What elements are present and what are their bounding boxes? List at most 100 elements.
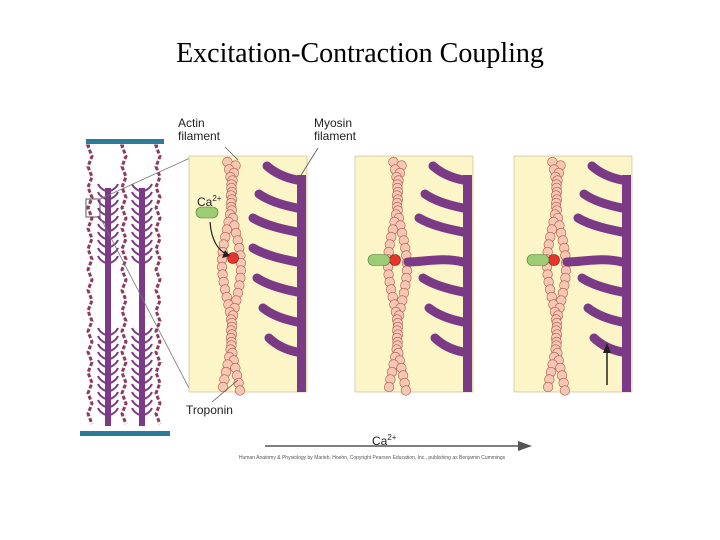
- actin-label-line-1: Actin: [178, 116, 205, 130]
- myosin-head: [131, 407, 153, 417]
- myosin-head: [131, 367, 153, 377]
- actin-bead: [384, 381, 395, 393]
- thin-filament: [153, 144, 162, 425]
- myosin-head: [97, 351, 119, 361]
- myosin-head: [97, 191, 119, 201]
- myosin-head: [97, 231, 119, 241]
- myosin-head: [131, 359, 153, 369]
- myosin-head: [420, 189, 468, 213]
- troponin-dot: [227, 252, 239, 264]
- actin-bead: [400, 385, 411, 396]
- myosin-head: [428, 161, 468, 185]
- myosin-head: [254, 189, 302, 213]
- myosin-head: [131, 399, 153, 409]
- myosin-head: [97, 367, 119, 377]
- panel-3: [526, 156, 631, 396]
- calcium-ion: [195, 206, 219, 219]
- myosin-head: [97, 375, 119, 385]
- myosin-head: [262, 161, 302, 185]
- myosin-head: [131, 215, 153, 225]
- myosin-filament: [622, 175, 631, 392]
- calcium-gradient-arrowhead: [518, 441, 532, 451]
- actin-label-line-2: filament: [178, 129, 221, 143]
- myosin-head: [131, 335, 153, 345]
- panel-1: [195, 156, 306, 396]
- myosin-filament: [463, 175, 472, 392]
- myosin-head: [97, 343, 119, 353]
- calcium-ion-label: Ca2+: [197, 192, 221, 209]
- myosin-head: [418, 273, 468, 297]
- thick-filament-core: [105, 188, 111, 426]
- myosin-head: [97, 407, 119, 417]
- myosin-leader-line: [297, 147, 319, 181]
- myosin-head: [424, 303, 468, 327]
- myosin-head: [97, 359, 119, 369]
- calcium-ion-charge: 2+: [212, 194, 222, 203]
- myosin-head: [97, 399, 119, 409]
- actin-bead: [559, 385, 570, 396]
- zoom-line-bottom: [99, 216, 191, 391]
- myosin-head: [131, 223, 153, 233]
- actin-filament-label: Actin filament: [178, 117, 220, 143]
- myosin-head: [252, 273, 302, 297]
- actin-bead: [543, 381, 554, 393]
- zoom-box: [85, 198, 101, 218]
- myosin-head: [131, 191, 153, 201]
- thick-filament-core: [139, 188, 145, 426]
- myosin-head: [248, 243, 302, 267]
- troponin-dot: [548, 254, 560, 266]
- myosin-head: [583, 303, 627, 327]
- myosin-head: [131, 231, 153, 241]
- myosin-head: [97, 391, 119, 401]
- calcium-arrow-charge: 2+: [387, 433, 397, 442]
- myosin-head: [97, 335, 119, 345]
- panel-2-background: [354, 155, 474, 393]
- calcium-ion-bound: [367, 254, 391, 266]
- myosin-head: [97, 199, 119, 209]
- thick-filaments: [97, 183, 153, 426]
- myosin-label-line-2: filament: [314, 129, 357, 143]
- myosin-head: [97, 327, 119, 337]
- myosin-head: [131, 327, 153, 337]
- myosin-label-line-1: Myosin: [314, 116, 353, 130]
- myosin-head: [403, 255, 468, 267]
- myosin-head: [131, 391, 153, 401]
- myosin-head: [131, 199, 153, 209]
- panel-2: [367, 156, 472, 396]
- myosin-head: [131, 247, 153, 257]
- myosin-head: [131, 351, 153, 361]
- slide-title: Excitation-Contraction Coupling: [176, 38, 544, 69]
- myosin-head: [573, 213, 627, 237]
- myosin-head: [131, 343, 153, 353]
- myosin-head: [131, 207, 153, 217]
- z-line-top: [86, 139, 164, 144]
- myosin-head: [131, 239, 153, 249]
- troponin-label: Troponin: [186, 403, 233, 417]
- actin-bead: [234, 385, 245, 396]
- myosin-filament-label: Myosin filament: [314, 117, 356, 143]
- myosin-head: [258, 303, 302, 327]
- myosin-head: [131, 375, 153, 385]
- calcium-binding-arrowhead: [222, 250, 230, 258]
- myosin-head: [131, 183, 153, 193]
- calcium-ion-label-text: Ca: [197, 195, 213, 209]
- zoom-line-top: [99, 157, 191, 200]
- myosin-head: [414, 213, 468, 237]
- myosin-head: [248, 213, 302, 237]
- myosin-head: [97, 255, 119, 265]
- myosin-head: [131, 383, 153, 393]
- thin-filament: [85, 144, 94, 425]
- calcium-arrow-label: Ca2+: [372, 431, 396, 448]
- myosin-head: [430, 333, 468, 357]
- panel-3-background: [513, 155, 633, 393]
- troponin-leader-line: [211, 379, 239, 403]
- myosin-head: [97, 207, 119, 217]
- z-line-bottom: [80, 431, 170, 436]
- myosin-head: [97, 223, 119, 233]
- thin-filaments: [85, 144, 162, 425]
- copyright-credit: Human Anatomy & Physiology by Marieb, Ho…: [238, 455, 506, 461]
- myosin-head: [97, 383, 119, 393]
- myosin-head: [562, 255, 627, 267]
